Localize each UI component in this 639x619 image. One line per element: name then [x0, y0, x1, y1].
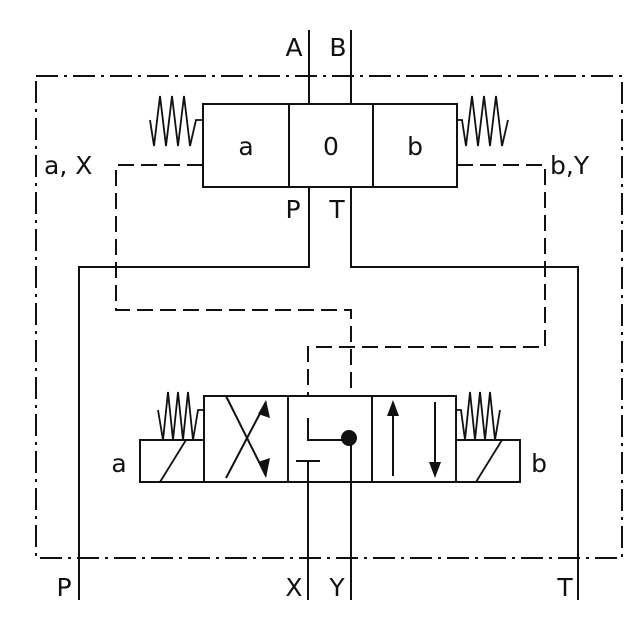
label-solenoid-b: b	[531, 449, 547, 478]
label-main-pos-a: a	[238, 132, 253, 161]
main-valve-position-0	[288, 103, 374, 188]
junction-dot	[341, 430, 357, 446]
pilot-left-spring	[157, 391, 204, 441]
main-p-line	[78, 187, 310, 600]
label-port-t-top: T	[328, 195, 345, 224]
pilot-valve	[139, 391, 521, 483]
main-left-spring	[149, 95, 203, 147]
center-connection	[307, 418, 351, 441]
label-solenoid-a: a	[111, 449, 126, 478]
solenoid-b	[455, 439, 521, 483]
main-valve	[149, 95, 509, 188]
arrow-head-2	[258, 400, 270, 418]
pilot-line-b	[307, 164, 546, 418]
label-port-y-bottom: Y	[328, 573, 345, 602]
enclosure-boundary	[35, 75, 623, 559]
cross-arrow-2	[225, 401, 267, 479]
main-valve-position-b	[372, 103, 458, 188]
label-port-x-bottom: X	[285, 573, 302, 602]
solenoid-a-stroke	[159, 439, 187, 483]
label-main-pos-b: b	[407, 132, 423, 161]
main-t-line	[350, 187, 579, 600]
arrow-head-down	[429, 462, 441, 478]
solenoid-b-stroke	[475, 439, 503, 483]
label-pilot-b-y: b,Y	[550, 151, 590, 180]
label-port-p-bottom: P	[56, 573, 71, 602]
pilot-line-a	[115, 164, 352, 412]
arrow-head-1	[258, 458, 270, 478]
main-right-spring	[457, 95, 509, 147]
label-port-p-top: P	[285, 195, 300, 224]
arrow-head-up	[387, 400, 399, 416]
label-port-t-bottom: T	[556, 573, 573, 602]
pilot-valve-position-b	[371, 395, 457, 483]
label-port-b: B	[329, 33, 346, 62]
label-port-a: A	[285, 33, 302, 62]
pilot-right-spring	[456, 391, 501, 441]
label-pilot-a-x: a, X	[44, 151, 92, 180]
label-main-pos-0: 0	[323, 132, 339, 161]
